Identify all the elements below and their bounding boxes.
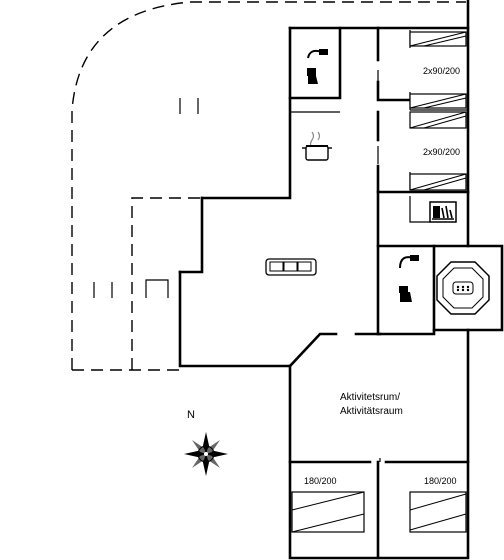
compass-rose-icon [184,432,228,476]
bedroom-2-bed-label: 2x90/200 [423,147,460,157]
terrace-markers [93,98,199,298]
whirlpool-icon [436,261,490,315]
cooking-pot-icon [302,131,332,161]
activity-room-label-line1: Aktivitetsrum/ [340,392,400,403]
bed-icon [409,93,467,109]
bed-icon [409,31,467,47]
bed-icon [291,491,365,533]
activity-room-label-line2: Aktivitätsraum [340,406,403,417]
bedroom-4-bed-label: 180/200 [424,476,457,486]
bedroom-3-bed-label: 180/200 [304,476,337,486]
bed-icon [409,173,467,191]
bed-icon [409,111,467,129]
terrace-outline [71,1,466,371]
compass-north-label: N [187,409,195,421]
dishwasher-icon [429,201,457,223]
bedroom-1-bed-label: 2x90/200 [423,66,460,76]
shower-toilet-icon [399,255,419,302]
bed-icon [409,491,467,533]
shower-toilet-icon [307,49,328,84]
sofa-icon [265,258,317,276]
